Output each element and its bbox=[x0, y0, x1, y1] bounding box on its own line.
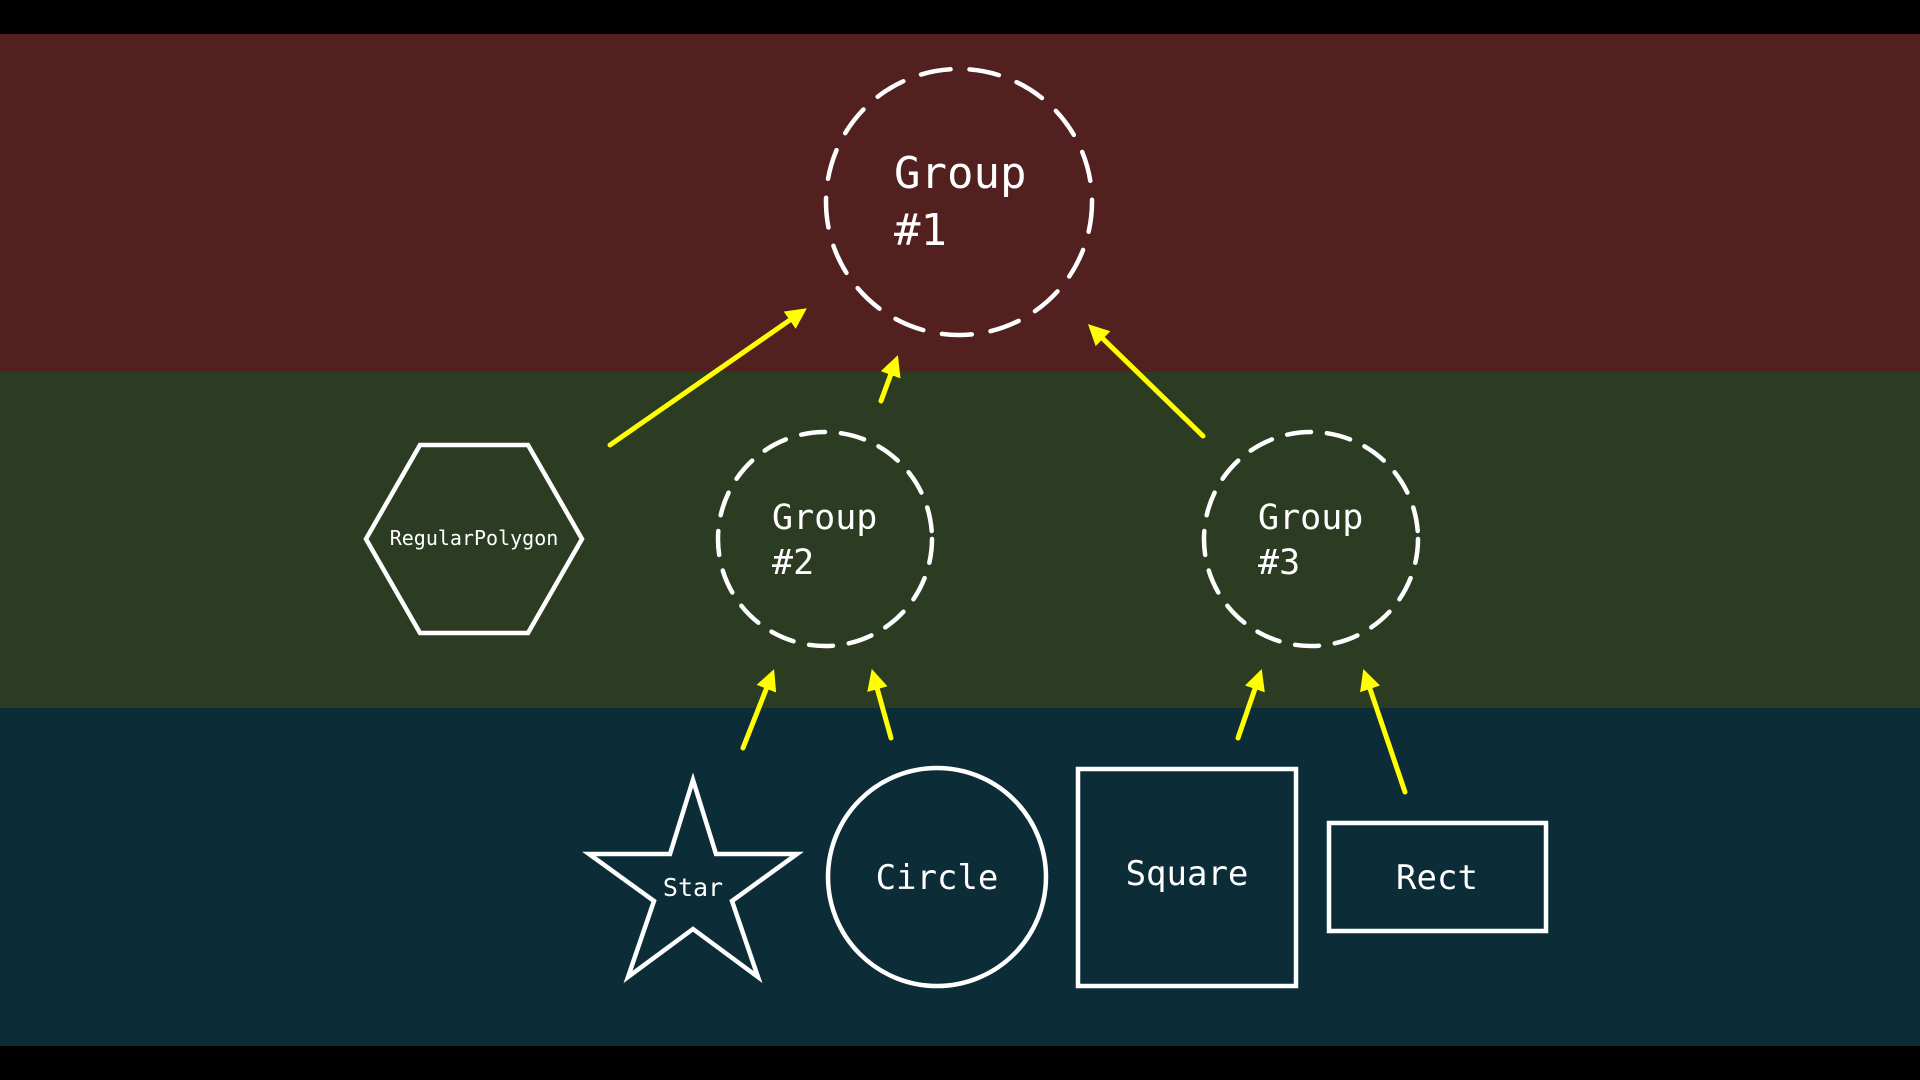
group-3-label-line2: #3 bbox=[1258, 543, 1300, 583]
circle-label: Circle bbox=[876, 858, 999, 898]
arrow-group-2-to-group-1 bbox=[878, 355, 901, 404]
hexagon-shape bbox=[363, 442, 585, 636]
rect-label: Rect bbox=[1396, 858, 1478, 898]
star-label: Star bbox=[663, 873, 723, 902]
square-node: Square bbox=[1075, 766, 1299, 989]
arrow-rect-to-group-3 bbox=[1360, 669, 1408, 795]
circle-node: Circle bbox=[825, 765, 1049, 989]
group-3-node: Group #3 bbox=[1201, 429, 1421, 649]
group-3-dashed-circle bbox=[1201, 429, 1421, 649]
arrow-star-to-group-2 bbox=[740, 669, 777, 751]
circle-shape bbox=[825, 765, 1049, 989]
group-2-node: Group #2 bbox=[715, 429, 935, 649]
arrow-circle-to-group-2 bbox=[867, 668, 894, 741]
arrow-group-3-to-group-1 bbox=[1087, 324, 1206, 439]
middle-band bbox=[0, 372, 1920, 708]
rect-shape bbox=[1326, 820, 1549, 934]
regular-polygon-node: RegularPolygon bbox=[363, 442, 585, 636]
arrow-regular-polygon-to-group-1 bbox=[607, 308, 807, 448]
arrow-square-to-group-3 bbox=[1235, 669, 1265, 741]
square-shape bbox=[1075, 766, 1299, 989]
rect-node: Rect bbox=[1326, 820, 1549, 934]
group-2-dashed-circle bbox=[715, 429, 935, 649]
group-2-label-line1: Group bbox=[772, 498, 877, 538]
group-1-node: Group #1 bbox=[823, 66, 1095, 338]
square-label: Square bbox=[1126, 854, 1249, 894]
top-band bbox=[0, 34, 1920, 372]
star-node: Star bbox=[582, 772, 804, 984]
group-1-label-line1: Group bbox=[894, 148, 1026, 199]
star-shape bbox=[582, 772, 804, 984]
regular-polygon-label: RegularPolygon bbox=[390, 526, 559, 550]
group-3-label-line1: Group bbox=[1258, 498, 1363, 538]
group-1-label-line2: #1 bbox=[894, 205, 947, 256]
bottom-band bbox=[0, 708, 1920, 1046]
group-1-dashed-circle bbox=[823, 66, 1095, 338]
group-2-label-line2: #2 bbox=[772, 543, 814, 583]
